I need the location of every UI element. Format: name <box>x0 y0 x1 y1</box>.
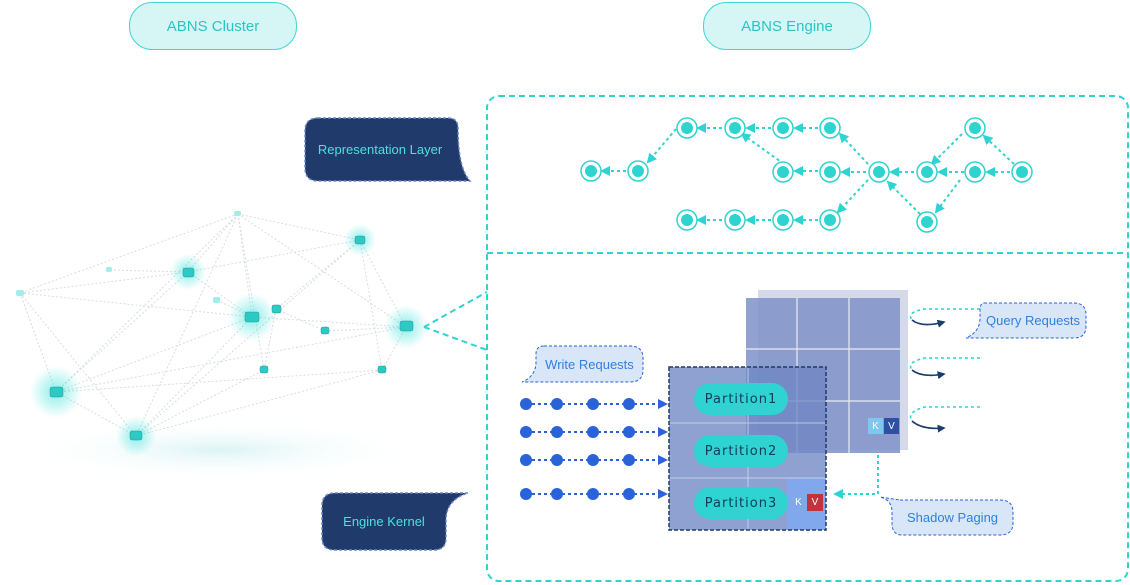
kv-k-shadow <box>868 418 883 434</box>
kv-v-shadow-label: V <box>888 420 895 432</box>
engine-box <box>486 95 1129 582</box>
kv-v-kernel <box>807 494 823 511</box>
shadow-paging-label: Shadow Paging <box>906 510 999 525</box>
query-requests-label: Query Requests <box>986 313 1080 328</box>
cluster-nodes <box>16 211 428 456</box>
representation-layer-label: Representation Layer <box>317 142 443 157</box>
write-request-lines <box>520 398 668 500</box>
write-requests-callout <box>521 345 644 383</box>
kv-v-kernel-label: V <box>811 497 819 508</box>
cluster-to-engine-connector <box>423 291 488 351</box>
representation-layer-callout <box>304 117 472 182</box>
kv-k-shadow-label: K <box>872 420 879 432</box>
engine-kernel-callout <box>321 492 469 551</box>
kv-k-kernel-label: K <box>795 497 802 508</box>
abns-cluster-header: ABNS Cluster <box>129 2 297 50</box>
write-requests-label: Write Requests <box>545 356 634 372</box>
partition-2-label: Partition2 <box>704 443 778 459</box>
kv-v-shadow <box>884 418 899 434</box>
partition-3-label: Partition3 <box>704 495 778 511</box>
partition-1-label: Partition1 <box>704 391 778 407</box>
partition-pills <box>694 383 788 519</box>
query-requests-callout <box>965 302 1087 339</box>
cluster-network <box>16 211 428 480</box>
shadow-paging-callout <box>879 496 1014 536</box>
abns-engine-header: ABNS Engine <box>703 2 871 50</box>
engine-kernel-label: Engine Kernel <box>343 514 425 529</box>
shadow-paging-arrow <box>833 455 879 499</box>
query-request-arrows <box>909 308 980 433</box>
representation-graph <box>580 117 1033 233</box>
